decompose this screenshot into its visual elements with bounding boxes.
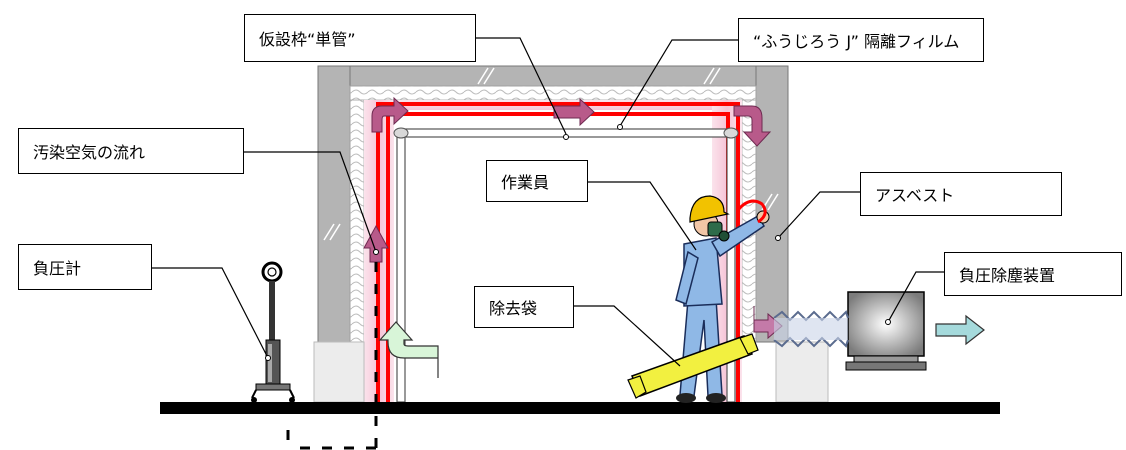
exhaust-arrow	[935, 314, 985, 346]
label-negative-pressure-gauge: 負圧計	[18, 244, 152, 290]
label-asbestos: アスベスト	[860, 172, 1062, 216]
building-structure	[317, 65, 789, 343]
pressure-gauge-device	[251, 261, 295, 403]
asbestos-layer	[349, 85, 757, 343]
label-temporary-frame: 仮設枠“単管”	[244, 14, 476, 62]
leader-dots	[265, 124, 891, 361]
dust-collector-device	[773, 291, 927, 371]
ground-line	[160, 402, 1000, 414]
scrape-mark	[736, 199, 767, 224]
inflow-arrow	[378, 321, 439, 378]
base-block-left	[313, 341, 365, 403]
leader-lines	[152, 37, 944, 367]
label-worker: 作業員	[486, 160, 588, 202]
label-contaminated-air-flow: 汚染空気の流れ	[18, 128, 244, 174]
worker-figure	[675, 195, 770, 403]
dashed-lines	[286, 262, 378, 450]
label-removal-bag: 除去袋	[474, 286, 574, 328]
label-isolation-film: “ふうじろう J” 隔離フィルム	[738, 18, 984, 62]
base-block-right	[775, 341, 829, 403]
label-dust-collector: 負圧除塵装置	[944, 252, 1122, 296]
